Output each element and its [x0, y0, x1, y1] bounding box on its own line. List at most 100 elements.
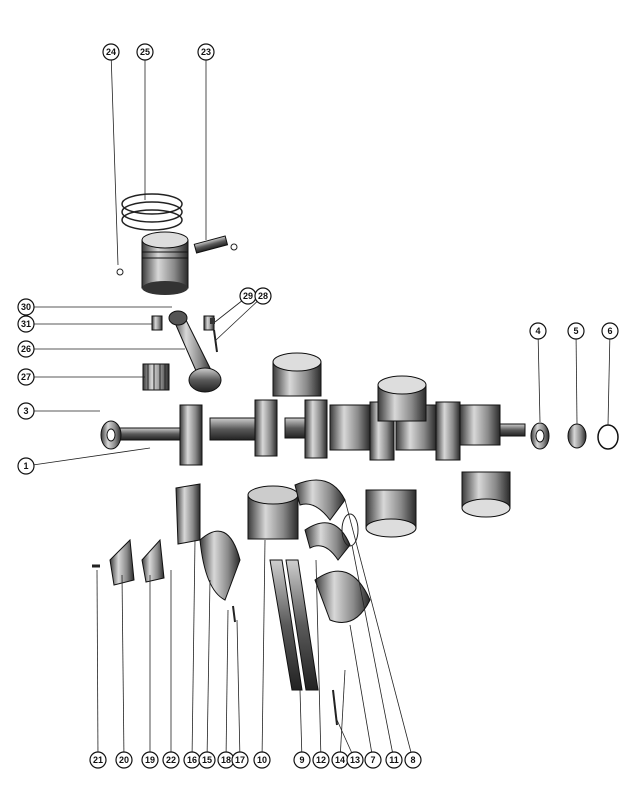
callout-number: 27 [21, 372, 31, 382]
callout-circle [385, 751, 403, 769]
crankshaft [114, 399, 526, 466]
callout-29: 29 [239, 287, 257, 305]
callout-number: 18 [221, 755, 231, 765]
callout-7: 7 [364, 751, 382, 769]
ball-bearing-left [100, 420, 122, 450]
callout-3: 3 [17, 402, 35, 420]
ring [341, 513, 359, 547]
callout-number: 15 [202, 755, 212, 765]
callout-number: 8 [410, 755, 415, 765]
callout-number: 4 [535, 326, 540, 336]
piston [461, 471, 511, 518]
callout-circle [162, 751, 180, 769]
piston [377, 375, 427, 422]
callout-number: 20 [119, 755, 129, 765]
callout-25: 25 [136, 43, 154, 61]
callout-circle [17, 402, 35, 420]
leader-line [121, 574, 125, 761]
callout-number: 25 [140, 47, 150, 57]
callout-number: 13 [350, 755, 360, 765]
piston [365, 489, 417, 538]
callout-19: 19 [141, 751, 159, 769]
leader-line [215, 295, 264, 341]
callout-number: 21 [93, 755, 103, 765]
callout-circle [567, 322, 585, 340]
callout-number: 23 [201, 47, 211, 57]
callout-number: 17 [235, 755, 245, 765]
callout-20: 20 [115, 751, 133, 769]
callout-circle [17, 315, 35, 333]
callout-26: 26 [17, 340, 35, 358]
callout-13: 13 [346, 751, 364, 769]
piston [272, 352, 322, 397]
reed-plates [109, 538, 165, 586]
callout-12: 12 [312, 751, 330, 769]
leader-line [315, 559, 322, 761]
callout-circle [17, 457, 35, 475]
callout-22: 22 [162, 751, 180, 769]
callout-number: 26 [21, 344, 31, 354]
main-bearing-cage [175, 483, 201, 545]
callout-circle [253, 751, 271, 769]
callout-24: 24 [102, 43, 120, 61]
thrust-washer [151, 315, 163, 331]
callout-number: 6 [607, 326, 612, 336]
callout-number: 28 [258, 291, 268, 301]
callout-28: 28 [254, 287, 272, 305]
callout-circle [312, 751, 330, 769]
callout-15: 15 [198, 751, 216, 769]
callout-circle [89, 751, 107, 769]
callout-number: 24 [106, 47, 116, 57]
callout-number: 22 [166, 755, 176, 765]
connecting-rod [168, 310, 222, 393]
leader-line [225, 609, 229, 761]
callout-16: 16 [183, 751, 201, 769]
callout-21: 21 [89, 751, 107, 769]
piston-rings [121, 193, 183, 231]
retainer-clip [116, 268, 124, 276]
callout-number: 16 [187, 755, 197, 765]
callout-circle [115, 751, 133, 769]
callout-27: 27 [17, 368, 35, 386]
leader-line [344, 499, 414, 761]
callout-circle [254, 287, 272, 305]
callout-number: 29 [243, 291, 253, 301]
leader-line [339, 669, 346, 761]
callout-23: 23 [197, 43, 215, 61]
callout-6: 6 [601, 322, 619, 340]
callout-30: 30 [17, 298, 35, 316]
callout-circle [346, 751, 364, 769]
callout-number: 14 [335, 755, 345, 765]
callout-1: 1 [17, 457, 35, 475]
leader-line [110, 51, 119, 266]
callout-circle [102, 43, 120, 61]
retainer-clip [230, 243, 238, 251]
callout-circle [17, 340, 35, 358]
callout-circle [231, 751, 249, 769]
callout-circle [197, 43, 215, 61]
callout-number: 30 [21, 302, 31, 312]
leader-line [575, 330, 578, 425]
leader-line [206, 579, 211, 761]
callout-number: 11 [389, 755, 399, 765]
screw [232, 605, 236, 623]
leader-line [607, 330, 611, 426]
leader-line [96, 569, 99, 761]
callout-number: 9 [299, 755, 304, 765]
callout-circle [17, 298, 35, 316]
callout-number: 19 [145, 755, 155, 765]
leader-line [236, 619, 241, 761]
rod-bolt [210, 318, 218, 353]
screw [332, 689, 338, 726]
callout-number: 1 [23, 461, 28, 471]
leader-line [261, 539, 266, 761]
callout-31: 31 [17, 315, 35, 333]
callout-10: 10 [253, 751, 271, 769]
callout-number: 10 [257, 755, 267, 765]
callout-14: 14 [331, 751, 349, 769]
callout-number: 12 [316, 755, 326, 765]
callout-circle [293, 751, 311, 769]
callout-11: 11 [385, 751, 403, 769]
